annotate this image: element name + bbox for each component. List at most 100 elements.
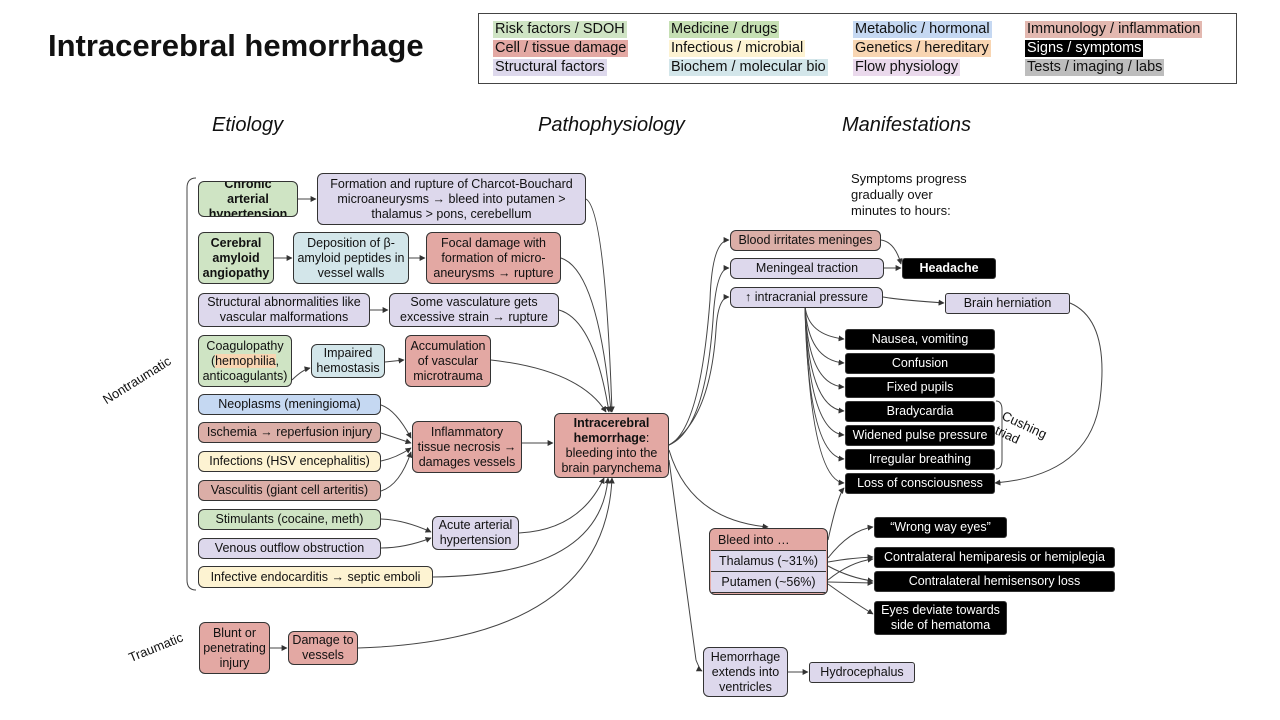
edge-putamen-eyes — [827, 583, 874, 615]
edge-icp-breathing — [804, 305, 845, 462]
node-irregular-breathing: Irregular breathing — [845, 449, 995, 470]
node-acute-hypertension: Acute arterial hypertension — [432, 516, 519, 550]
edge-neo-inflam — [380, 404, 412, 439]
node-neoplasms: Neoplasms (meningioma) — [198, 394, 381, 415]
node-vascular-microtrauma: Accumulation of vascular microtrauma — [405, 335, 491, 387]
progress-note: Symptoms progress gradually over minutes… — [851, 171, 967, 218]
edge-isch-inflam — [380, 432, 412, 445]
node-contralateral-hemiparesis: Contralateral hemiparesis or hemiplegia — [874, 547, 1115, 568]
edge-herniation-loc — [994, 302, 1103, 486]
edge-icp-pulse — [804, 305, 845, 438]
edge-ich-meninges — [668, 237, 730, 446]
node-meningeal-traction: Meningeal traction — [730, 258, 884, 279]
edge-micro-ich — [490, 359, 607, 413]
node-confusion: Confusion — [845, 353, 995, 374]
edge-stim-acute — [380, 518, 432, 533]
node-infections: Infections (HSV encephalitis) — [198, 451, 381, 472]
edge-acute-ich — [518, 477, 605, 534]
edge-strain-ich — [558, 309, 612, 413]
node-amyloid-deposition: Deposition of β-amyloid peptides in vess… — [293, 232, 409, 284]
edge-vasc-inflam — [380, 451, 413, 492]
column-manifestations: Manifestations — [842, 114, 971, 136]
edge-ich-bleed — [668, 449, 769, 530]
node-blunt-injury: Blunt or penetrating injury — [199, 622, 270, 674]
legend-flow-physiology: Flow physiology — [853, 59, 961, 76]
node-focal-damage: Focal damage with formation of micro-ane… — [426, 232, 561, 284]
legend-risk-factors: Risk factors / SDOH — [493, 21, 627, 38]
node-loss-of-consciousness: Loss of consciousness — [845, 473, 995, 494]
edge-damage-ich — [357, 477, 615, 649]
edge-ich-ventricles — [668, 459, 703, 672]
node-impaired-hemostasis: Impaired hemostasis — [311, 344, 385, 378]
edge-inf-inflam — [380, 447, 412, 462]
node-intracranial-pressure: ↑ intracranial pressure — [730, 287, 883, 308]
edge-bleed-loc — [827, 487, 845, 541]
nontraumatic-bracket — [186, 177, 197, 591]
legend-infectious: Infectious / microbial — [669, 40, 806, 57]
node-widened-pulse-pressure: Widened pulse pressure — [845, 425, 995, 446]
edge-hemo-micro — [384, 357, 405, 364]
page-title: Intracerebral hemorrhage — [48, 28, 424, 63]
legend-signs-symptoms: Signs / symptoms — [1025, 40, 1144, 57]
edge-icp-loc — [804, 305, 845, 486]
node-stimulants: Stimulants (cocaine, meth) — [198, 509, 381, 530]
node-bleed-into: Bleed into … Thalamus (~31%) Putamen (~5… — [709, 528, 828, 595]
node-nausea: Nausea, vomiting — [845, 329, 995, 350]
node-eyes-deviate: Eyes deviate towards side of hematoma — [874, 601, 1007, 635]
legend-structural: Structural factors — [493, 59, 607, 76]
legend-biochem: Biochem / molecular bio — [669, 59, 828, 76]
node-hemorrhage-ventricles: Hemorrhage extends into ventricles — [703, 647, 788, 697]
node-damage-vessels: Damage to vessels — [288, 631, 358, 665]
edge-putamen-hemiparesis — [827, 556, 874, 581]
node-structural-abnormalities: Structural abnormalities like vascular m… — [198, 293, 370, 327]
legend-cell-damage: Cell / tissue damage — [493, 40, 629, 57]
edge-focal-ich — [560, 257, 614, 413]
node-venous-obstruction: Venous outflow obstruction — [198, 538, 381, 559]
node-fixed-pupils: Fixed pupils — [845, 377, 995, 398]
edge-bleed-hemisensory — [827, 565, 874, 584]
node-coagulopathy: Coagulopathy (hemophilia, anticoagulants… — [198, 335, 292, 387]
legend-medicine: Medicine / drugs — [669, 21, 780, 38]
cushing-bracket — [995, 400, 1003, 470]
edge-endo-ich — [432, 477, 611, 578]
node-bradycardia: Bradycardia — [845, 401, 995, 422]
bleed-into-label: Bleed into … — [718, 533, 790, 547]
node-blood-irritates-meninges: Blood irritates meninges — [730, 230, 881, 251]
edge-putamen-hemisensory — [827, 579, 874, 586]
node-brain-herniation: Brain herniation — [945, 293, 1070, 314]
legend: Risk factors / SDOH Medicine / drugs Met… — [478, 13, 1237, 84]
edge-bleed-wrongway — [827, 524, 874, 559]
hemophilia-highlight: hemophilia — [215, 353, 276, 368]
column-etiology: Etiology — [212, 114, 284, 136]
edge-charcot-ich — [585, 198, 615, 413]
edge-meninges-headache — [880, 239, 903, 265]
edge-coag-hemo — [291, 366, 311, 381]
bleed-thalamus: Thalamus (~31%) — [711, 550, 826, 572]
node-vasculitis: Vasculitis (giant cell arteritis) — [198, 480, 381, 501]
node-intracerebral-hemorrhage: Intracerebral hemorrhage: bleeding into … — [554, 413, 669, 478]
node-amyloid-angiopathy: Cerebral amyloid angiopathy — [198, 232, 274, 284]
legend-tests: Tests / imaging / labs — [1025, 59, 1165, 76]
node-headache: Headache — [902, 258, 996, 279]
edge-icp-herniation — [882, 296, 945, 306]
node-endocarditis: Infective endocarditis → septic emboli — [198, 566, 433, 588]
node-hydrocephalus: Hydrocephalus — [809, 662, 915, 683]
node-contralateral-hemisensory: Contralateral hemisensory loss — [874, 571, 1115, 592]
node-chronic-hypertension: Chronic arterial hypertension — [198, 181, 298, 217]
edge-ich-traction — [668, 265, 730, 446]
edge-icp-nausea — [804, 305, 845, 342]
legend-genetics: Genetics / hereditary — [853, 40, 991, 57]
bleed-putamen: Putamen (~56%) — [711, 572, 826, 593]
node-excessive-strain: Some vasculature gets excessive strain →… — [389, 293, 559, 327]
edge-bleed-hemiparesis — [827, 554, 874, 563]
edge-ich-icp — [668, 294, 730, 446]
node-inflammatory-necrosis: Inflammatory tissue necrosis → damages v… — [412, 421, 522, 473]
node-charcot-bouchard: Formation and rupture of Charcot-Bouchar… — [317, 173, 586, 225]
node-wrong-way-eyes: “Wrong way eyes” — [874, 517, 1007, 538]
column-pathophysiology: Pathophysiology — [538, 114, 685, 136]
legend-metabolic: Metabolic / hormonal — [853, 21, 992, 38]
legend-immunology: Immunology / inflammation — [1025, 21, 1203, 38]
edge-venous-acute — [380, 537, 432, 549]
